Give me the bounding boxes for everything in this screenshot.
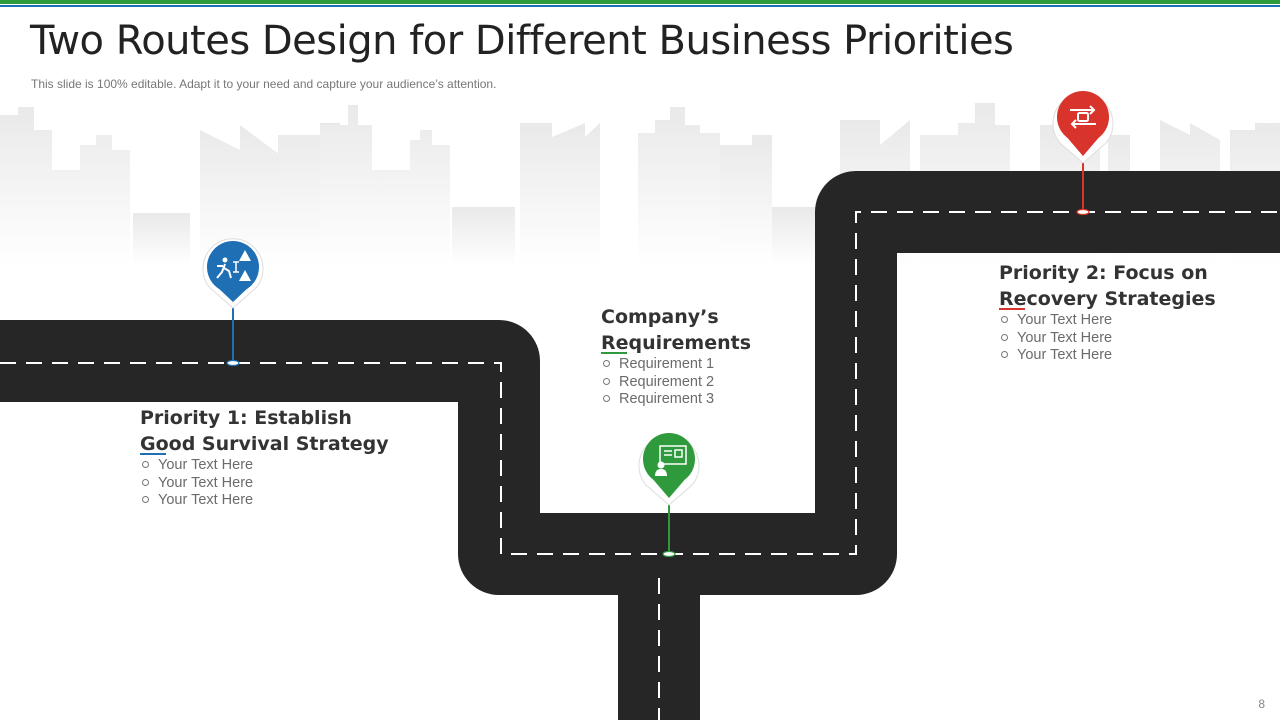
runner-obstacle-icon: [216, 250, 251, 281]
bullet-icon: [142, 461, 149, 469]
priority-2-block: Priority 2: Focus on Recovery Strategies…: [999, 260, 1216, 365]
priority-1-block: Priority 1: Establish Good Survival Stra…: [140, 405, 389, 510]
heading-underline: [999, 308, 1025, 310]
bullet-icon: [142, 478, 149, 486]
requirements-block: Company’s Requirements Requirement 1 Req…: [601, 304, 751, 409]
list-item: Your Text Here: [999, 347, 1216, 365]
heading-underline: [601, 352, 627, 354]
priority-1-heading: Priority 1: Establish Good Survival Stra…: [140, 407, 389, 455]
priority-2-heading: Priority 2: Focus on Recovery Strategies: [999, 262, 1216, 310]
bullet-icon: [1001, 316, 1008, 324]
bullet-icon: [603, 395, 610, 403]
list-item: Your Text Here: [140, 475, 389, 493]
heading-underline: [140, 453, 166, 455]
presentation-board-icon: [655, 445, 687, 476]
bullet-icon: [1001, 351, 1008, 359]
list-item: Your Text Here: [140, 492, 389, 510]
list-item: Your Text Here: [999, 330, 1216, 348]
list-item: Your Text Here: [999, 312, 1216, 330]
priority-2-list: Your Text Here Your Text Here Your Text …: [999, 312, 1216, 365]
slide-title: Two Routes Design for Different Business…: [30, 18, 1014, 64]
priority-1-marker: [202, 238, 264, 367]
priority-2-marker: [1052, 91, 1114, 216]
bullet-icon: [603, 377, 610, 385]
lane-markings: [0, 211, 1280, 720]
requirements-list: Requirement 1 Requirement 2 Requirement …: [601, 356, 751, 409]
requirements-marker: [638, 433, 700, 558]
bullet-icon: [603, 360, 610, 368]
list-item: Requirement 1: [601, 356, 751, 374]
bullet-icon: [142, 496, 149, 504]
list-item: Your Text Here: [140, 457, 389, 475]
top-accent-bar-green: [0, 0, 1280, 4]
page-number: 8: [1258, 697, 1265, 711]
recovery-cycle-icon: [1070, 105, 1096, 129]
bullet-icon: [1001, 333, 1008, 341]
list-item: Requirement 3: [601, 391, 751, 409]
slide-subtitle: This slide is 100% editable. Adapt it to…: [31, 77, 497, 91]
requirements-heading: Company’s Requirements: [601, 306, 752, 354]
top-accent-bar-blue: [0, 5, 1280, 7]
priority-1-list: Your Text Here Your Text Here Your Text …: [140, 457, 389, 510]
list-item: Requirement 2: [601, 374, 751, 392]
